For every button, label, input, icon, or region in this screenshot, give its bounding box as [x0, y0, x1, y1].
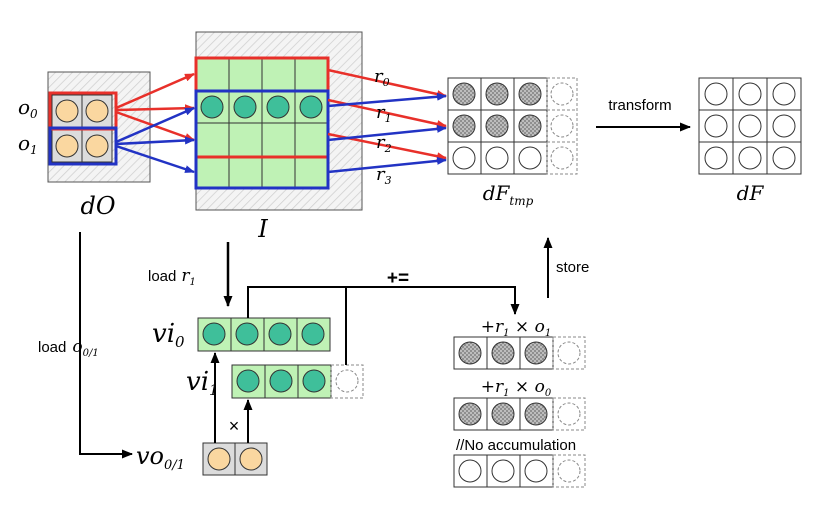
- label-vo: vo0/1: [136, 442, 185, 473]
- label-acc2: +r1 × o0: [481, 377, 552, 399]
- label-r0: r0: [374, 66, 390, 89]
- label-acc1: +r1 × o1: [481, 317, 551, 339]
- label-r3: r3: [376, 164, 392, 187]
- load-o-arrow: [79, 232, 133, 459]
- dFtmp-grid: [447, 77, 578, 175]
- label-o1: o1: [18, 131, 38, 157]
- I-block: [194, 31, 363, 211]
- label-r1: r1: [376, 102, 392, 125]
- label-no-accumulation: //No accumulation: [456, 437, 576, 454]
- label-o0: o0: [18, 95, 38, 121]
- I-to-dFtmp-arrows: [327, 68, 447, 174]
- dO-block: [47, 71, 151, 183]
- label-vi1: vi1: [186, 367, 219, 399]
- vi0-register: [197, 317, 331, 352]
- accumulate-line-vi0: [247, 286, 520, 318]
- dO-to-I-arrows: [115, 72, 195, 174]
- label-transform: transform: [608, 97, 671, 114]
- label-dFtmp: dFtmp: [483, 181, 534, 208]
- vi1-register: [231, 364, 364, 399]
- dF-grid: [698, 77, 802, 175]
- acc-row-1: [453, 336, 586, 370]
- vo-register: [202, 442, 268, 476]
- acc-row-3: [453, 454, 586, 488]
- label-r2: r2: [376, 132, 392, 155]
- label-dF: dF: [737, 181, 765, 205]
- times-symbol: ×: [229, 416, 240, 436]
- label-dO: dO: [80, 192, 115, 220]
- label-plus-eq: +=: [387, 268, 409, 289]
- label-vi0: vi0: [152, 319, 185, 351]
- label-store: store: [556, 259, 589, 276]
- label-I: I: [257, 215, 268, 243]
- acc-row-2: [453, 397, 586, 431]
